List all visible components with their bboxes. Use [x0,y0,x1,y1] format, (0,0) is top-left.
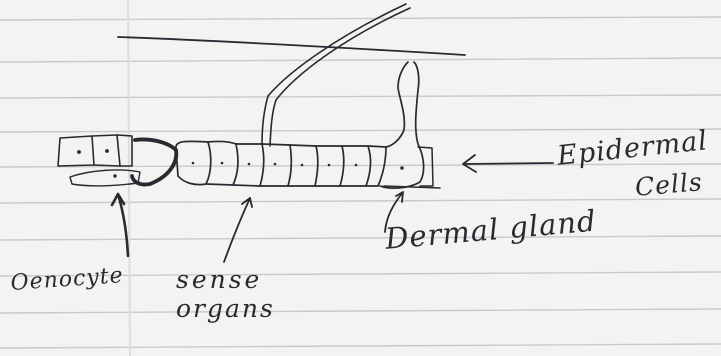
arrow-sense-organs [224,198,252,262]
page-fold [128,0,130,356]
arrow-oenocyte [112,194,128,256]
label-sense: sense [176,267,262,292]
epidermal-cells-row [176,141,386,186]
ruled-lines [0,17,721,348]
cuticle-line [118,37,465,55]
epidermal-cells-left [58,135,132,166]
label-cells: Cells [634,169,704,200]
arrow-epidermal [463,155,553,172]
sense-organ-hair [262,4,406,144]
label-organs: organs [176,296,275,321]
